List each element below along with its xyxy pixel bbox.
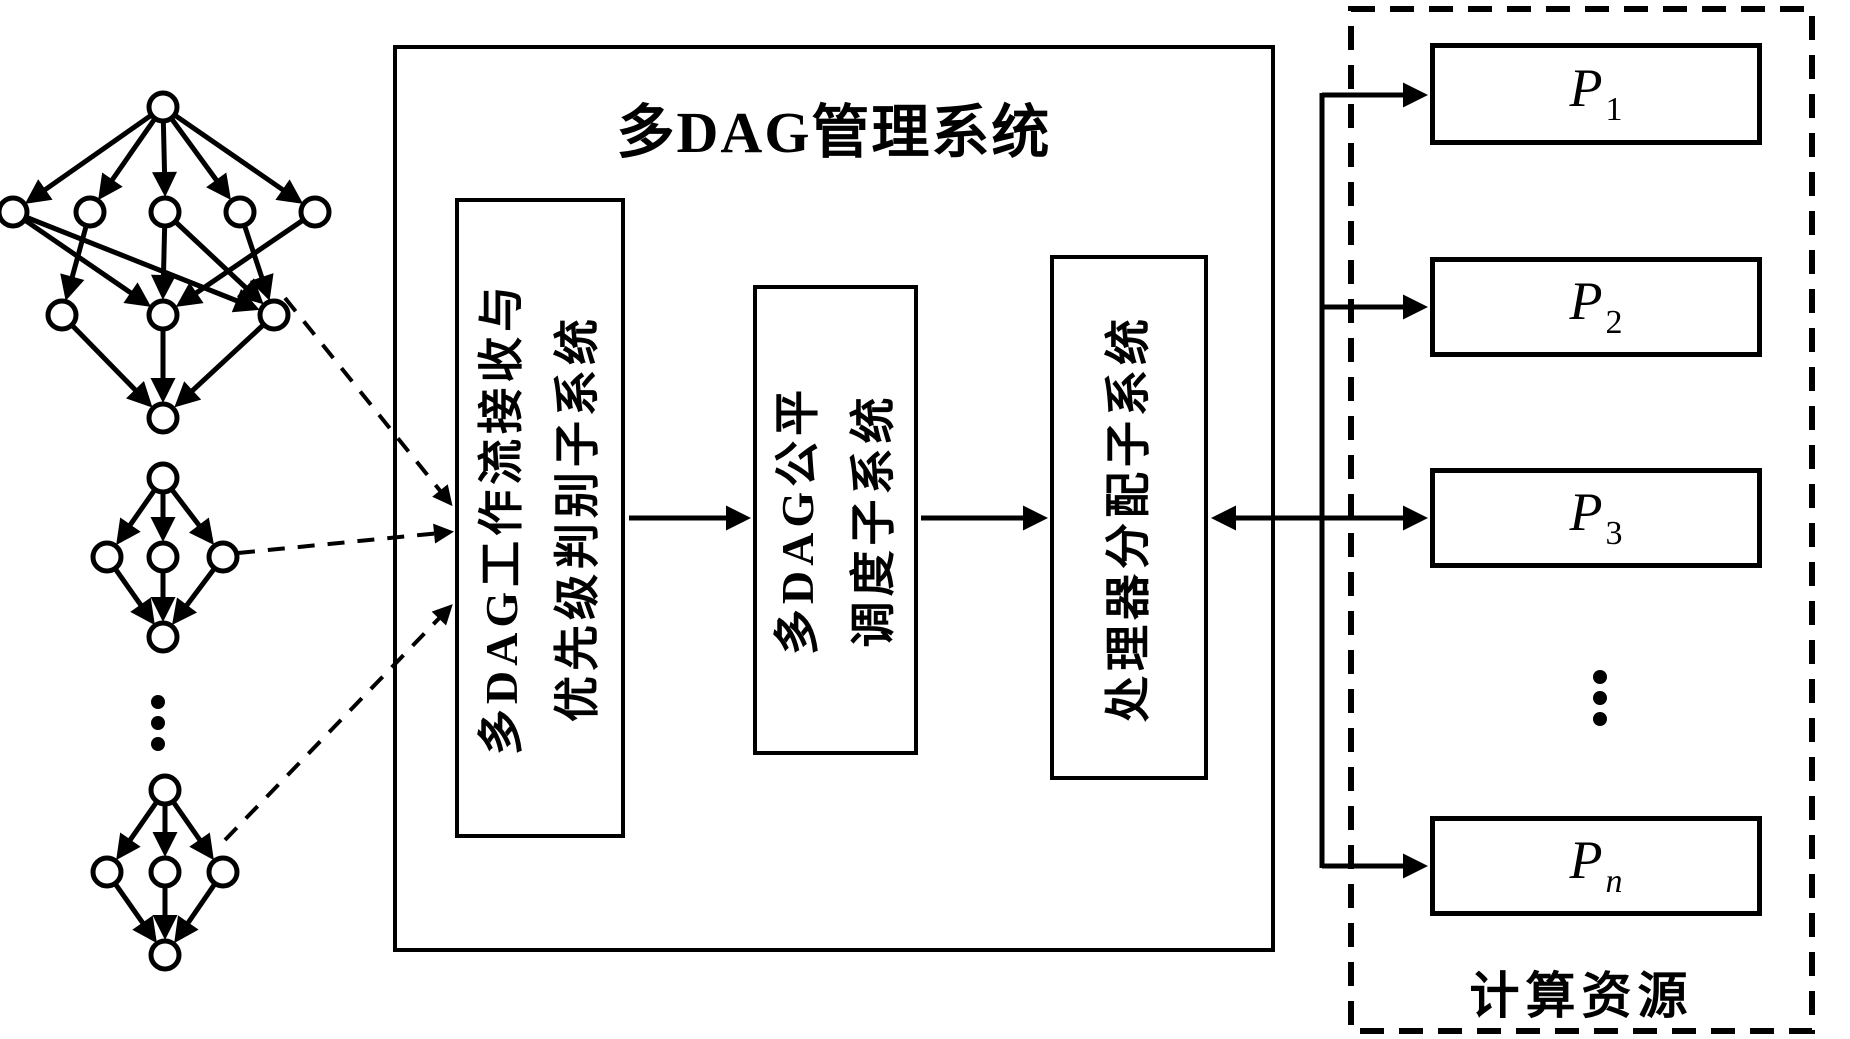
subsystem1-line1: 多DAG工作流接收与 (476, 280, 527, 756)
dashed-arrow-dag2 (237, 523, 454, 555)
p3-subscript: 3 (1605, 515, 1623, 552)
subsystem3-line1: 处理器分配子系统 (1103, 313, 1154, 722)
p1-base: P (1569, 58, 1603, 118)
computing-resources-label: 计算资源 (1469, 968, 1694, 1024)
p1-subscript: 1 (1605, 91, 1623, 128)
subsystem1-line2: 优先级判别子系统 (552, 314, 603, 723)
pn-base: P (1569, 830, 1603, 890)
dag-submit-dashed-arrows (223, 296, 454, 842)
processor-box-p2: P2 (1430, 257, 1762, 357)
management-system-title: 多DAG管理系统 (616, 100, 1052, 165)
subsystem-processor-allocation-label: 处理器分配子系统 (1091, 314, 1167, 722)
subsystem-fair-scheduling-label: 多DAG公平 调度子系统 (760, 385, 912, 655)
p2-base: P (1569, 271, 1603, 331)
subsystem-box-processor-allocation: 处理器分配子系统 (1050, 255, 1208, 780)
subsystem-box-fair-scheduling: 多DAG公平 调度子系统 (753, 285, 918, 755)
subsystem-box-receive-priority: 多DAG工作流接收与 优先级判别子系统 (455, 198, 625, 838)
processor-label-p1: P1 (1570, 61, 1623, 127)
p2-subscript: 2 (1605, 304, 1623, 341)
processor-label-p3: P3 (1570, 485, 1623, 551)
resource-bus (1319, 82, 1428, 879)
dag-workflow-3 (90, 773, 240, 972)
processor-box-p3: P3 (1430, 468, 1762, 568)
dag-workflow-1 (0, 90, 332, 435)
p3-base: P (1569, 482, 1603, 542)
subsystem2-line1: 多DAG公平 (771, 384, 823, 656)
dashed-arrow-dag1 (283, 296, 453, 507)
pn-subscript: n (1605, 863, 1623, 900)
dag-workflow-2 (90, 461, 240, 654)
processor-box-p1: P1 (1430, 43, 1762, 145)
processors-ellipsis-icon (1593, 670, 1607, 726)
processor-label-pn: Pn (1570, 833, 1623, 899)
subsystem2-line2: 调度子系统 (847, 392, 899, 648)
processor-box-pn: Pn (1430, 816, 1762, 916)
management-system-box: 多DAG管理系统 (393, 45, 1275, 952)
processor-label-p2: P2 (1570, 274, 1623, 340)
dashed-arrow-dag3 (223, 604, 453, 842)
dag-list-ellipsis-icon (151, 695, 165, 751)
subsystem-receive-priority-label: 多DAG工作流接收与 优先级判别子系统 (464, 281, 616, 755)
